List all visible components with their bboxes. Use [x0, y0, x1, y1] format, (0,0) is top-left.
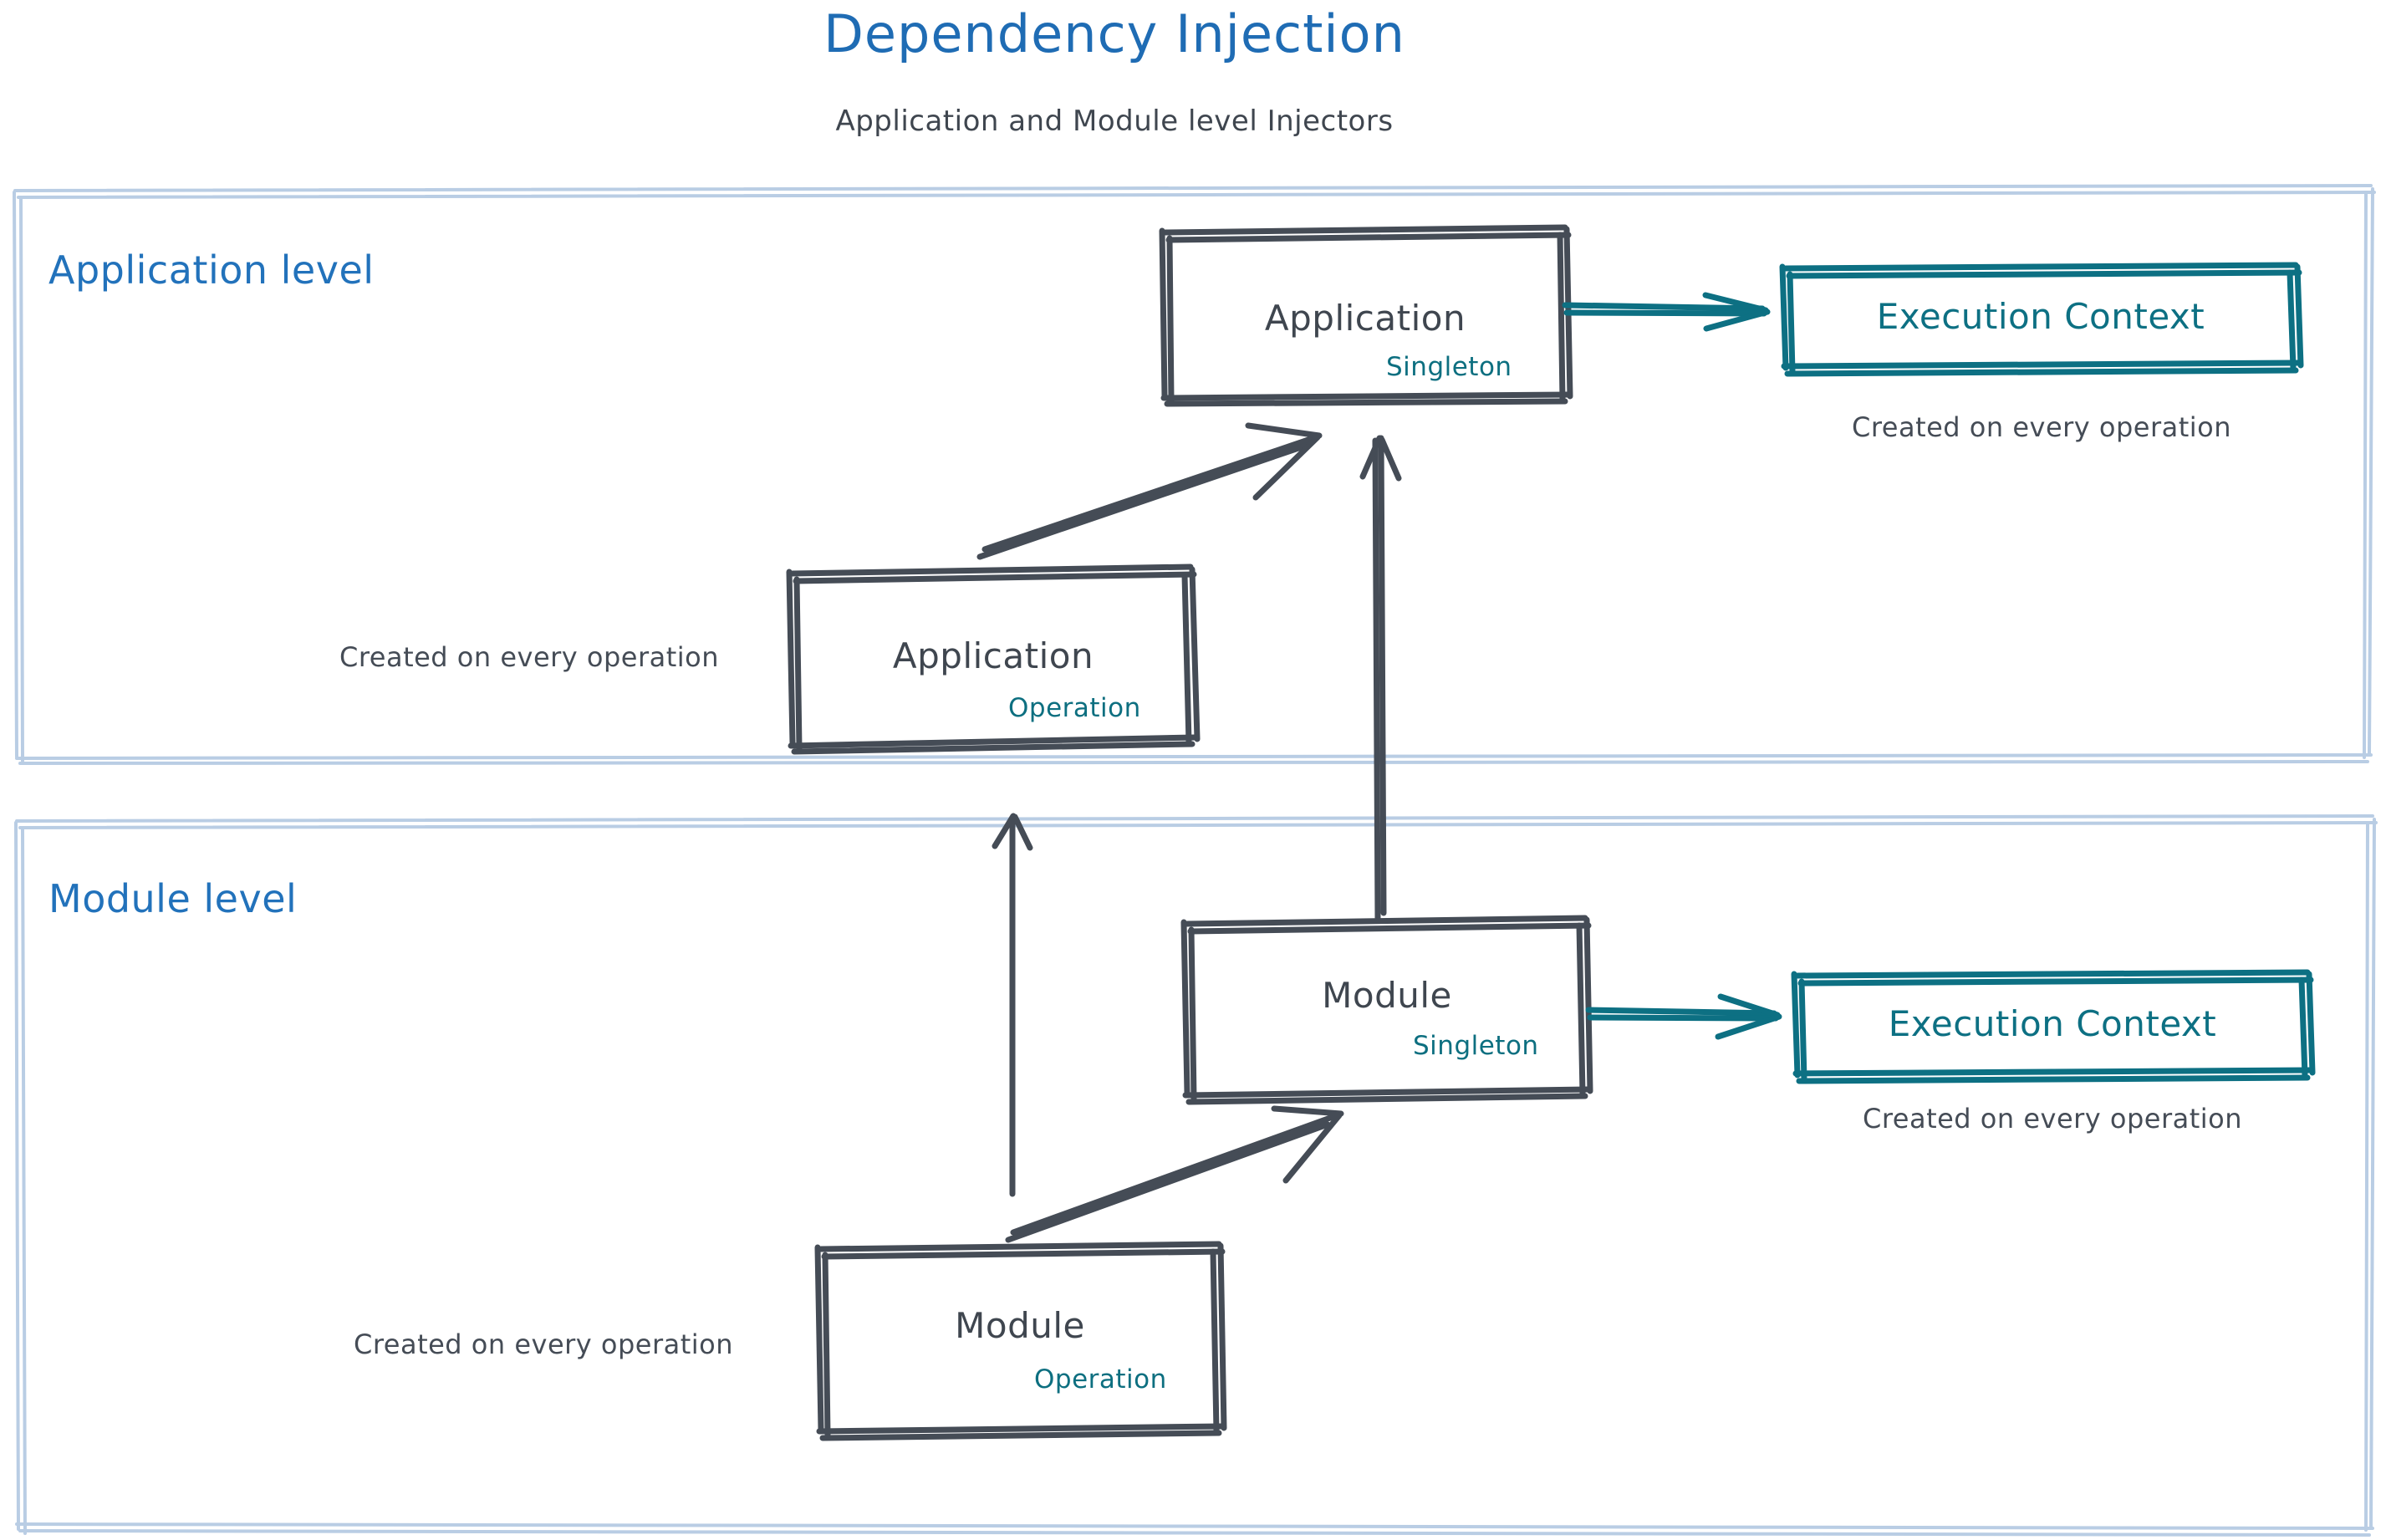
- node-scope-module-operation: Operation: [1034, 1364, 1167, 1395]
- edge-app-operation-to-app-singleton: [976, 422, 1323, 560]
- note-execution-context-application: Created on every operation: [1851, 411, 2232, 443]
- page-subtitle: Application and Module level Injectors: [835, 105, 1394, 138]
- container-label-application-level: Application level: [48, 247, 375, 293]
- note-execution-context-module: Created on every operation: [1862, 1103, 2243, 1135]
- note-application-operation: Created on every operation: [339, 641, 720, 673]
- node-title-execution-context-module: Execution Context: [1888, 1003, 2217, 1044]
- page-title: Dependency Injection: [823, 3, 1405, 64]
- node-application-operation-frame[interactable]: [786, 563, 1201, 755]
- node-execution-context-application-frame[interactable]: [1779, 262, 2304, 377]
- node-title-execution-context-application: Execution Context: [1876, 296, 2205, 337]
- edge-module-operation-to-module-singleton: [1005, 1105, 1344, 1243]
- edge-module-operation-to-app-operation: [992, 813, 1033, 1197]
- edge-app-singleton-to-execution-context: [1562, 292, 1771, 332]
- node-execution-context-module-frame[interactable]: [1791, 969, 2316, 1084]
- container-label-module-level: Module level: [48, 876, 298, 921]
- node-module-operation-frame[interactable]: [814, 1241, 1227, 1441]
- node-scope-application-operation: Operation: [1008, 693, 1141, 723]
- node-title-module-operation: Module: [955, 1305, 1085, 1346]
- node-scope-module-singleton: Singleton: [1413, 1031, 1539, 1061]
- container-application-level-frame: [13, 184, 2376, 765]
- node-title-application-operation: Application: [892, 635, 1094, 676]
- edge-module-singleton-to-app-singleton: [1359, 435, 1402, 921]
- note-module-operation: Created on every operation: [353, 1328, 734, 1360]
- node-module-singleton-frame[interactable]: [1180, 915, 1593, 1105]
- container-module-level-frame: [14, 814, 2378, 1537]
- node-application-singleton-frame[interactable]: [1159, 224, 1573, 407]
- node-title-application-singleton: Application: [1264, 298, 1466, 339]
- node-title-module-singleton: Module: [1322, 975, 1452, 1016]
- node-scope-application-singleton: Singleton: [1386, 352, 1512, 382]
- edge-module-singleton-to-execution-context: [1585, 993, 1782, 1040]
